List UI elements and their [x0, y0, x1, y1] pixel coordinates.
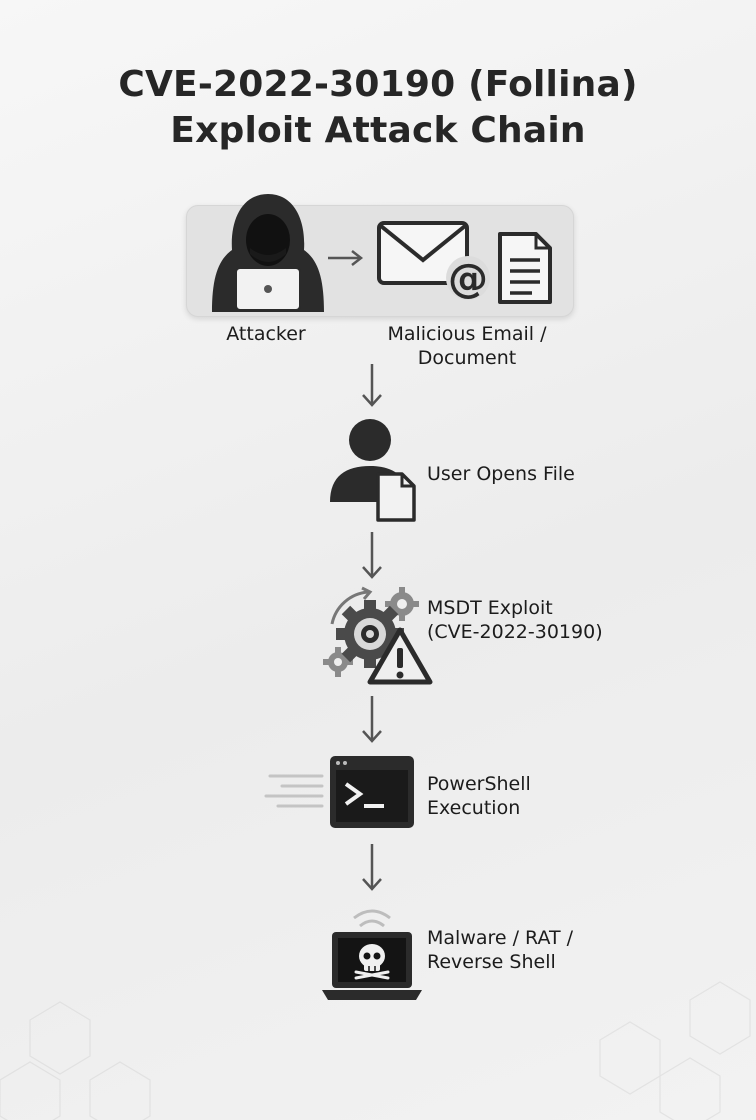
title-line-1: CVE-2022-30190 (Follina) — [118, 64, 638, 105]
arrow-right-icon — [328, 250, 364, 266]
email-label: Malicious Email / Document — [362, 322, 572, 370]
malware-label-line-1: Malware / RAT / — [427, 927, 574, 949]
title-line-2: Exploit Attack Chain — [170, 110, 586, 151]
terminal-icon — [264, 756, 414, 828]
email-label-line-1: Malicious Email / — [387, 323, 547, 345]
skull-laptop-icon — [322, 909, 422, 1000]
hooded-hacker-icon — [212, 194, 324, 312]
email-document-icon: @ — [377, 221, 552, 304]
malware-label-line-2: Reverse Shell — [427, 951, 556, 973]
gear-warning-icon — [323, 586, 433, 685]
malware-rat-reverse-shell-label: Malware / RAT / Reverse Shell — [427, 926, 573, 974]
hexagon-background-pattern — [0, 981, 751, 1120]
arrow-down-icon — [362, 696, 382, 743]
email-label-line-2: Document — [417, 347, 517, 369]
user-opens-file-label: User Opens File — [427, 463, 575, 485]
attacker-label: Attacker — [226, 323, 306, 345]
arrow-down-icon — [362, 532, 382, 579]
powershell-label-line-2: Execution — [427, 797, 521, 819]
msdt-label-line-1: MSDT Exploit — [427, 597, 553, 619]
diagram-title: CVE-2022-30190 (Follina) Exploit Attack … — [0, 62, 756, 154]
user-file-icon — [330, 419, 416, 522]
arrow-down-icon — [362, 844, 382, 891]
msdt-label-line-2: (CVE-2022-30190) — [427, 621, 603, 643]
svg-text:@: @ — [448, 256, 488, 302]
msdt-exploit-label: MSDT Exploit (CVE-2022-30190) — [427, 596, 603, 644]
arrow-down-icon — [362, 364, 382, 407]
powershell-label-line-1: PowerShell — [427, 773, 531, 795]
powershell-execution-label: PowerShell Execution — [427, 772, 531, 820]
